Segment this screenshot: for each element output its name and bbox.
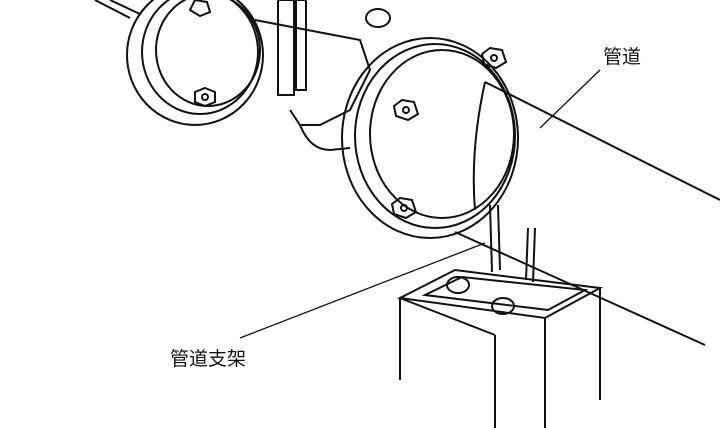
right-flange: [341, 37, 519, 239]
pipe-support-label: 管道支架: [170, 348, 247, 370]
bolt-nut: [194, 86, 216, 108]
support-leader-line: [239, 242, 486, 339]
bolt-nut: [480, 46, 508, 70]
valve-body: [254, 0, 391, 152]
bolt-nut: [392, 98, 420, 122]
pipe-leader-line: [539, 69, 601, 129]
left-flange: [126, 0, 264, 126]
bolt-nut: [390, 196, 418, 220]
pipe-label: 管道: [603, 46, 642, 68]
downstream-pipe: [454, 81, 720, 346]
support-block: [396, 204, 604, 428]
upstream-pipe: [94, 0, 141, 19]
